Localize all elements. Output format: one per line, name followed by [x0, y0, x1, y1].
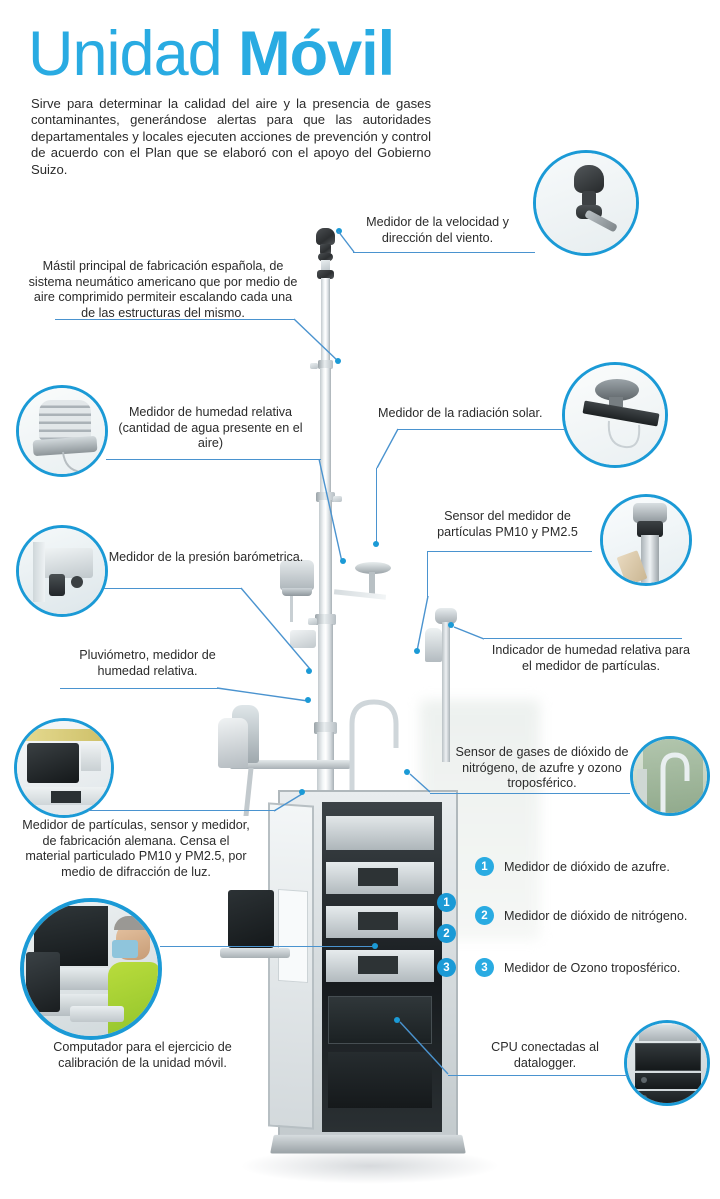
callout-rain: Pluviómetro, medidor de humedad relativa… [79, 648, 216, 678]
callout-pm-sensor: Sensor del medidor de partículas PM10 y … [437, 509, 578, 539]
legend-item-1: 1 Medidor de dióxido de azufre. [475, 857, 670, 876]
legend-number-2: 2 [475, 906, 494, 925]
barometer-photo [16, 525, 108, 617]
legend-label-3: Medidor de Ozono troposférico. [504, 960, 681, 975]
callout-humidity-indicator: Indicador de humedad relativa para el me… [491, 643, 691, 673]
legend-number-3: 3 [475, 958, 494, 977]
rack-badge-1: 1 [437, 893, 456, 912]
callout-humidity: Medidor de humedad relativa (cantidad de… [118, 405, 303, 451]
gas-inlet-tube [349, 699, 399, 820]
rack-badge-3: 3 [437, 958, 456, 977]
page-title: Unidad Móvil [28, 19, 395, 89]
humidity-sensor-device [280, 560, 314, 590]
mobile-unit-photo [170, 200, 550, 1199]
anemometer-head [316, 228, 335, 245]
humidity-sensor-photo [16, 385, 108, 477]
callout-wind: Medidor de la velocidad y dirección del … [366, 215, 509, 245]
particle-analyzer-photo [14, 718, 114, 818]
pm-sensor-head [435, 608, 457, 624]
callout-pressure: Medidor de la presión barómetrica. [108, 550, 304, 564]
callout-computer: Computador para el ejercicio de calibrac… [53, 1040, 232, 1070]
humidity-indicator-device [425, 628, 442, 662]
pyranometer-photo [562, 362, 668, 468]
legend-label-1: Medidor de dióxido de azufre. [504, 859, 670, 874]
callout-particles: Medidor de partículas, sensor y medidor,… [22, 818, 250, 879]
gas-sensor-photo [630, 736, 710, 816]
particle-analyzer-device [218, 718, 248, 768]
barometer-device [290, 630, 316, 648]
equipment-cabinet [268, 790, 466, 1160]
pm-sensor-photo [600, 494, 692, 586]
cpu-datalogger-photo [624, 1020, 710, 1106]
technician-computer-photo [20, 898, 162, 1040]
callout-gas-sensor: Sensor de gases de dióxido de nitrógeno,… [455, 745, 629, 791]
title-light: Unidad [28, 19, 239, 89]
monitor-device [228, 890, 274, 948]
legend-item-2: 2 Medidor de dióxido de nitrógeno. [475, 906, 687, 925]
rack-badge-2: 2 [437, 924, 456, 943]
legend-item-3: 3 Medidor de Ozono troposférico. [475, 958, 680, 977]
pyranometer-device [355, 562, 391, 574]
legend-number-1: 1 [475, 857, 494, 876]
anemometer-photo [533, 150, 639, 256]
callout-mast: Mástil principal de fabricación española… [28, 259, 298, 320]
callout-cpu: CPU conectadas al datalogger. [491, 1040, 599, 1070]
legend-label-2: Medidor de dióxido de nitrógeno. [504, 908, 688, 923]
callout-solar: Medidor de la radiación solar. [378, 406, 543, 420]
title-bold: Móvil [238, 19, 395, 89]
intro-paragraph: Sirve para determinar la calidad del air… [31, 96, 431, 177]
